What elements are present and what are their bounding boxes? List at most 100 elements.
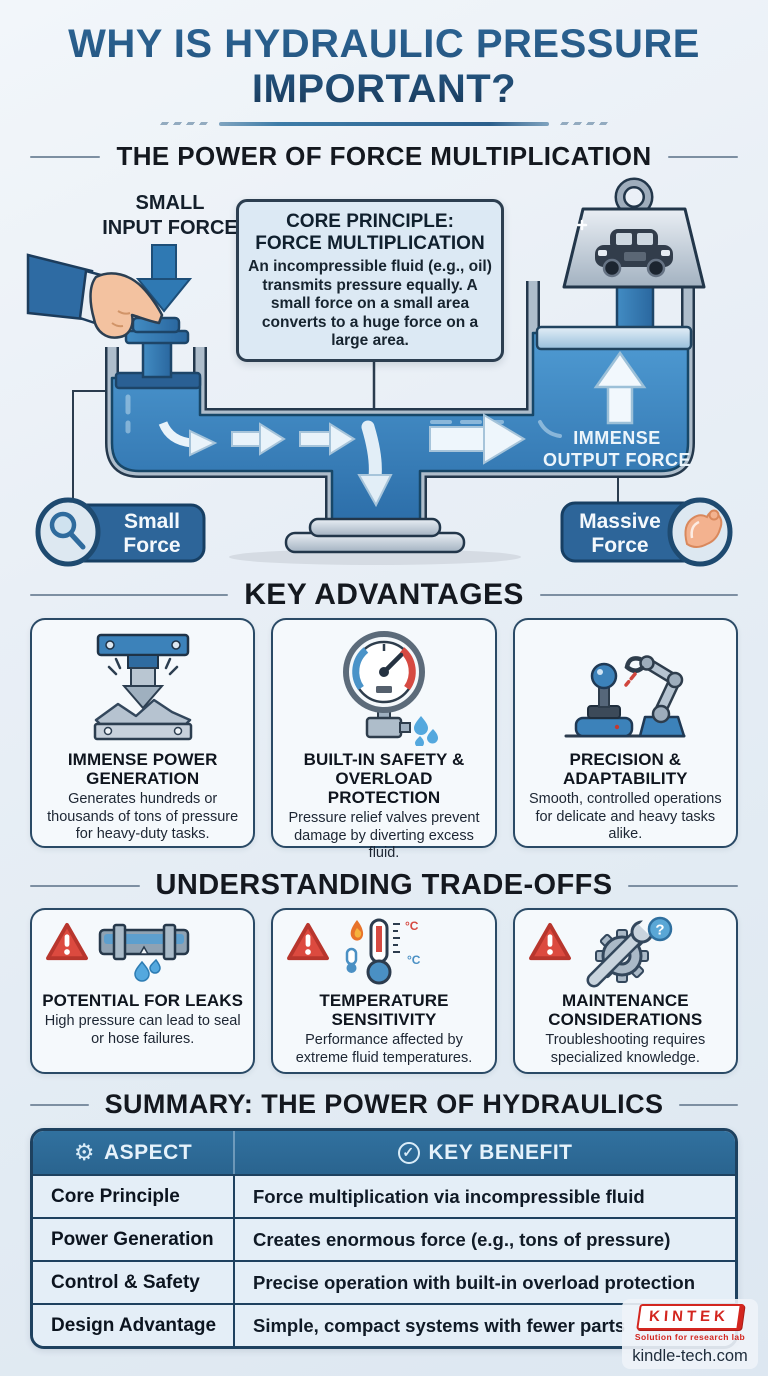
heading-rule-left [30, 1103, 89, 1106]
advantage-card-precision: PRECISION & ADAPTABILITY Smooth, control… [512, 618, 738, 849]
table-row: Core Principle Force multiplication via … [33, 1174, 735, 1218]
page-title: WHY IS HYDRAULIC PRESSURE IMPORTANT? [54, 22, 714, 112]
pressing-hand [26, 253, 164, 340]
table-row: Power Generation Creates enormous force … [33, 1217, 735, 1261]
svg-text:°C: °C [407, 953, 421, 967]
warning-icon [287, 923, 330, 961]
immense-output-label-line1: IMMENSE [573, 428, 661, 448]
warning-icon [46, 923, 88, 961]
section-heading-summary: SUMMARY: THE POWER OF HYDRAULICS [0, 1089, 768, 1120]
advantage-card-safety: BUILT-IN SAFETY & OVERLOAD PROTECTION Pr… [271, 618, 497, 861]
core-principle-body: An incompressible fluid (e.g., oil) tran… [248, 257, 492, 350]
brand-tagline: Solution for research lab [634, 1332, 746, 1342]
aspect-cell: Power Generation [33, 1219, 235, 1261]
advantage-card-power: IMMENSE POWER GENERATION Generates hundr… [30, 618, 256, 849]
section-title: THE POWER OF FORCE MULTIPLICATION [116, 141, 652, 172]
section-heading-trade-offs: UNDERSTANDING TRADE-OFFS [0, 869, 768, 902]
aspect-cell: Design Advantage [33, 1305, 235, 1347]
check-icon: ✓ [397, 1141, 420, 1164]
card-title: IMMENSE POWER GENERATION [67, 750, 218, 789]
section-title: SUMMARY: THE POWER OF HYDRAULICS [104, 1089, 664, 1120]
card-title: POTENTIAL FOR LEAKS [42, 991, 244, 1011]
heading-rule-right [667, 155, 738, 158]
heading-rule-right [679, 1103, 739, 1106]
hydraulic-fluid [110, 332, 690, 537]
card-title: MAINTENANCE CONSIDERATIONS [548, 991, 703, 1030]
massive-force-label-line2: Force [591, 534, 648, 557]
hydraulic-press-icon [93, 634, 192, 741]
column-header-key-benefit: ✓ KEY BENEFIT [235, 1131, 735, 1174]
card-body: Troubleshooting requires specialized kno… [545, 1032, 706, 1066]
core-principle-callout: CORE PRINCIPLE: FORCE MULTIPLICATION An … [236, 199, 504, 362]
table-header-row: ⚙ ASPECT ✓ KEY BENEFIT [33, 1131, 735, 1175]
core-title-line1: CORE PRINCIPLE: [286, 211, 454, 233]
benefit-cell: Precise operation with built-in overload… [253, 1271, 695, 1293]
heading-rule-left [30, 884, 140, 887]
tradeoff-cards: POTENTIAL FOR LEAKS High pressure can le… [0, 908, 768, 1075]
input-down-arrow [135, 244, 193, 313]
tradeoff-card-maintenance: ? MAINTENANCE CONSIDERATIONS Troubleshoo… [512, 908, 738, 1075]
precision-controls-icon [564, 655, 686, 738]
corner-highlight [538, 420, 562, 439]
aspect-cell: Core Principle [33, 1176, 235, 1218]
warning-icon [528, 923, 571, 961]
magnifier-icon [49, 512, 86, 550]
card-title: PRECISION & ADAPTABILITY [563, 750, 688, 789]
title-divider [219, 122, 549, 127]
pedestal [229, 518, 521, 566]
small-force-label-line1: Small [124, 510, 180, 533]
heading-rule-right [539, 594, 738, 597]
website-link: kindle-tech.com [632, 1347, 748, 1365]
card-body: Pressure relief valves prevent damage by… [288, 810, 480, 862]
svg-text:?: ? [656, 922, 665, 939]
card-body: Smooth, controlled operations for delica… [528, 791, 722, 843]
gear-icon: ⚙ [73, 1139, 95, 1166]
leaking-pipe-icon [98, 924, 189, 983]
pressure-gauge-icon [342, 631, 438, 747]
benefit-cell: Creates enormous force (e.g., tons of pr… [253, 1228, 671, 1250]
car-weight-icon [562, 177, 706, 289]
column-label: KEY BENEFIT [428, 1140, 573, 1164]
immense-output-label-line2: OUTPUT FORCE [543, 450, 691, 470]
force-multiplication-illustration: IMMENSE OUTPUT FORCE Small Force [26, 177, 733, 567]
benefit-cell: Force multiplication via incompressible … [253, 1185, 645, 1207]
aspect-cell: Control & Safety [33, 1262, 235, 1304]
flow-arrows [158, 413, 526, 508]
thermometer-icon: °C °C [345, 918, 421, 985]
tradeoff-card-leaks: POTENTIAL FOR LEAKS High pressure can le… [30, 908, 256, 1075]
card-body: Generates hundreds or thousands of tons … [47, 791, 239, 843]
benefit-cell: Simple, compact systems with fewer parts [253, 1314, 626, 1336]
header: WHY IS HYDRAULIC PRESSURE IMPORTANT? [0, 0, 768, 127]
column-label: ASPECT [103, 1140, 193, 1164]
heading-rule-left [30, 594, 229, 597]
kintek-logo: KINTEK [635, 1304, 745, 1330]
brand-footer: KINTEK Solution for research lab kindle-… [622, 1299, 758, 1369]
summary-table: ⚙ ASPECT ✓ KEY BENEFIT Core Principle Fo… [30, 1128, 738, 1350]
brand-name: KINTEK [648, 1308, 730, 1325]
section-title: KEY ADVANTAGES [244, 578, 524, 612]
small-force-label-line2: Force [123, 534, 180, 557]
massive-force-badge: Massive Force [560, 497, 733, 567]
small-input-label-line1: SMALL [136, 192, 205, 214]
card-body: Performance affected by extreme fluid te… [295, 1032, 473, 1066]
core-title-line2: FORCE MULTIPLICATION [255, 232, 485, 254]
table-row: Design Advantage Simple, compact systems… [33, 1303, 735, 1347]
card-title: BUILT-IN SAFETY & OVERLOAD PROTECTION [303, 750, 465, 808]
section-heading-force-multiplication: THE POWER OF FORCE MULTIPLICATION [0, 141, 768, 172]
card-title: TEMPERATURE SENSITIVITY [319, 991, 449, 1030]
section-title: UNDERSTANDING TRADE-OFFS [155, 869, 613, 902]
svg-text:°C: °C [405, 919, 419, 933]
advantages-cards: IMMENSE POWER GENERATION Generates hundr… [0, 618, 768, 861]
section-heading-key-advantages: KEY ADVANTAGES [0, 578, 768, 612]
card-body: High pressure can lead to seal or hose f… [44, 1013, 241, 1047]
tradeoff-card-temperature: °C °C TEMPERATURE SENSITIVITY Performanc… [271, 908, 497, 1075]
table-row: Control & Safety Precise operation with … [33, 1260, 735, 1304]
output-up-arrow [593, 351, 647, 425]
maintenance-icon: ? [586, 916, 673, 988]
small-force-connector-line [72, 390, 112, 506]
hydraulic-diagram: IMMENSE OUTPUT FORCE Small Force [0, 175, 768, 567]
column-header-aspect: ⚙ ASPECT [33, 1131, 235, 1175]
massive-force-label-line1: Massive [579, 510, 661, 533]
small-input-label-line2: INPUT FORCE [102, 217, 238, 239]
